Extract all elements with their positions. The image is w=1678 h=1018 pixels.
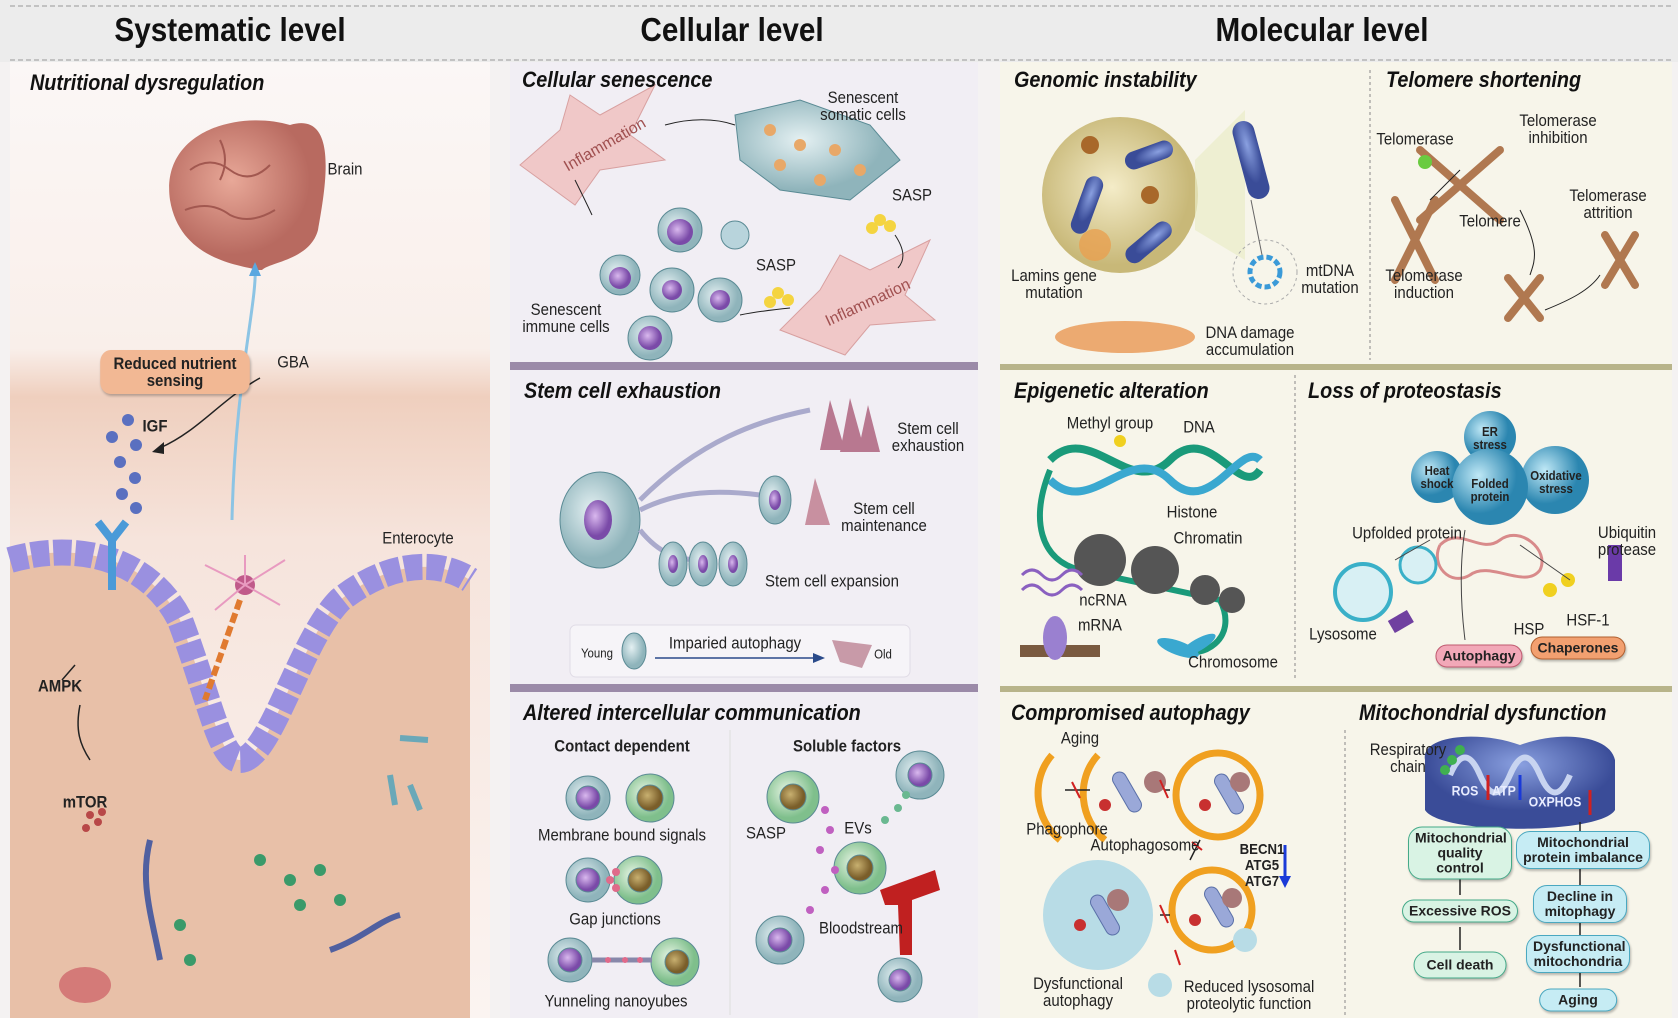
dna-label: DNA	[1183, 417, 1215, 437]
systematic-level-header: Systematic level	[114, 11, 346, 48]
becn1-atg5-atg7-label: BECN1 ATG5 ATG7	[1239, 841, 1285, 890]
telomerase-label: Telomerase	[1376, 129, 1454, 149]
dysfunctional-autophagy-label: Dysfunctional autophagy	[1033, 974, 1123, 1010]
enterocyte-label: Enterocyte	[382, 528, 454, 548]
decline-mitophagy-box: Decline in mitophagy	[1533, 885, 1627, 923]
compromised-autophagy-title: Compromised autophagy	[1011, 700, 1250, 725]
autophagosome-label: Autophagosome	[1090, 835, 1200, 855]
stem-cell-exhaustion-label: Stem cell exhaustion	[891, 419, 965, 455]
soluble-factors-label: Soluble factors	[792, 736, 902, 756]
stem-cell-expansion-label: Stem cell expansion	[765, 571, 899, 591]
decline-mitophagy-text: Decline in mitophagy	[1544, 888, 1616, 919]
mito-protein-imbalance-text: Mitochondrial protein imbalance	[1523, 834, 1643, 865]
stem-cell-exhaustion-title: Stem cell exhaustion	[524, 378, 721, 403]
phagophore-label: Phagophore	[1026, 819, 1108, 839]
intercellular-communication-title: Altered intercellular communication	[523, 700, 861, 725]
ncrna-label: ncRNA	[1079, 590, 1127, 610]
old-label: Old	[874, 646, 892, 662]
mito-protein-imbalance-box: Mitochondrial protein imbalance	[1516, 831, 1650, 869]
aging-box: Aging	[1539, 988, 1617, 1012]
ampk-label: AMPK	[37, 676, 83, 696]
excessive-ros-box: Excessive ROS	[1402, 899, 1518, 923]
mrna-label: mRNA	[1077, 615, 1123, 635]
young-label: Young	[580, 645, 614, 661]
telomerase-induction-label: Telomerase induction	[1385, 266, 1463, 302]
evs-label: EVs	[844, 818, 872, 838]
oxidative-stress-label: Oxidative stress	[1530, 468, 1582, 496]
unfolded-protein-label: Upfolded protein	[1352, 523, 1462, 543]
lysosome-label: Lysosome	[1309, 624, 1377, 644]
mtor-label: mTOR	[62, 792, 108, 812]
gap-junctions-label: Gap junctions	[569, 909, 661, 929]
bloodstream-label: Bloodstream	[819, 918, 903, 938]
tunneling-nanotubes-label: Yunneling nanoyubes	[544, 991, 688, 1011]
loss-of-proteostasis-title: Loss of proteostasis	[1308, 378, 1502, 403]
sasp-label: SASP	[756, 255, 796, 275]
contact-dependent-label: Contact dependent	[554, 736, 690, 756]
mitochondrial-dysfunction-title: Mitochondrial dysfunction	[1359, 700, 1607, 725]
gba-label: GBA	[277, 352, 309, 372]
autophagy-badge: Autophagy	[1435, 644, 1523, 668]
sasp-label: SASP	[746, 823, 786, 843]
telomerase-attrition-label: Telomerase attrition	[1569, 186, 1647, 222]
cellular-senescence-title: Cellular senescence	[522, 67, 713, 92]
senescent-immune-cells-label: Senescent immune cells	[522, 300, 610, 336]
mtdna-mutation-label: mtDNA mutation	[1301, 261, 1359, 297]
cellular-level-header: Cellular level	[640, 11, 824, 48]
chromosome-label: Chromosome	[1188, 652, 1278, 672]
sasp-label: SASP	[892, 185, 932, 205]
atp-label: ATP	[1492, 782, 1516, 799]
brain-label: Brain	[327, 159, 363, 179]
dysfunctional-mitochondria-text: Dysfunctional mitochondria	[1533, 938, 1626, 969]
methyl-group-label: Methyl group	[1066, 413, 1154, 433]
igf-label: IGF	[142, 416, 168, 436]
telomere-shortening-title: Telomere shortening	[1386, 67, 1582, 92]
histone-label: Histone	[1166, 502, 1218, 522]
ubiquitin-protease-label: Ubiquitin protease	[1597, 523, 1657, 559]
dysfunctional-mitochondria-box: Dysfunctional mitochondria	[1526, 935, 1630, 973]
hsp-label: HSP	[1513, 619, 1545, 639]
mito-quality-control-text: Mitochondrial quality control	[1415, 829, 1507, 876]
stem-cell-maintenance-label: Stem cell maintenance	[841, 499, 927, 535]
mito-quality-control-box: Mitochondrial quality control	[1408, 826, 1512, 880]
dna-damage-label: DNA damage accumulation	[1205, 323, 1295, 359]
impaired-autophagy-label: Imparied autophagy	[668, 633, 802, 653]
nutritional-dysregulation-title: Nutritional dysregulation	[30, 70, 265, 95]
heat-shock-label: Heat shock	[1420, 463, 1454, 491]
membrane-bound-signals-label: Membrane bound signals	[538, 825, 706, 845]
molecular-level-header: Molecular level	[1215, 11, 1429, 48]
reduced-nutrient-sensing-box: Reduced nutrient sensing	[100, 350, 250, 394]
er-stress-label: ER stress	[1473, 424, 1507, 452]
ros-label: ROS	[1451, 782, 1479, 799]
chromatin-label: Chromatin	[1173, 528, 1243, 548]
oxphos-label: OXPHOS	[1528, 793, 1582, 810]
aging-label: Aging	[1060, 728, 1100, 748]
cell-death-box: Cell death	[1413, 951, 1507, 979]
genomic-instability-title: Genomic instability	[1014, 67, 1197, 92]
lamins-gene-mutation-label: Lamins gene mutation	[1011, 266, 1097, 302]
telomerase-inhibition-label: Telomerase inhibition	[1519, 111, 1597, 147]
epigenetic-alteration-title: Epigenetic alteration	[1014, 378, 1209, 403]
senescent-somatic-cells-label: Senescent somatic cells	[820, 88, 906, 124]
reduced-lysosomal-function-label: Reduced lysosomal proteolytic function	[1183, 977, 1315, 1013]
telomere-label: Telomere	[1459, 211, 1521, 231]
respiratory-chain-label: Respiratory chain	[1369, 740, 1447, 776]
chaperones-badge: Chaperones	[1530, 636, 1626, 660]
hsf1-label: HSF-1	[1566, 610, 1610, 630]
folded-protein-label: Folded protein	[1470, 476, 1510, 504]
